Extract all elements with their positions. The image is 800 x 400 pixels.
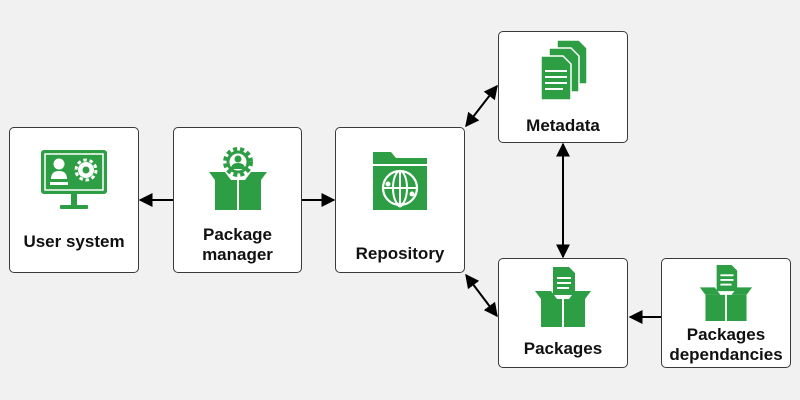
package-manager-node: Package manager (173, 127, 302, 273)
box-document-icon (699, 265, 753, 321)
folder-globe-icon (373, 152, 427, 210)
box-gear-user-icon (208, 147, 267, 210)
repository-label: Repository (355, 244, 445, 263)
packages-label: Packages (523, 339, 603, 358)
arrow-repository-metadata (465, 84, 498, 128)
metadata-label: Metadata (526, 116, 600, 135)
box-document-icon (535, 267, 591, 327)
packages-dependancies-node: Packages dependancies (661, 258, 791, 368)
metadata-node: Metadata (498, 31, 628, 143)
documents-stack-icon (540, 39, 588, 101)
packages-dependancies-label-line1: Packages (686, 325, 766, 344)
package-manager-label-line2: manager (202, 245, 273, 264)
arrow-repository-packages (465, 273, 498, 318)
user-system-node: User system (9, 127, 139, 273)
user-system-label: User system (23, 232, 125, 251)
monitor-user-gear-icon (41, 150, 107, 209)
repository-node: Repository (335, 127, 465, 273)
packages-dependancies-label-line2: dependancies (669, 345, 783, 364)
packages-node: Packages (498, 258, 628, 368)
package-manager-label-line1: Package (203, 225, 272, 244)
